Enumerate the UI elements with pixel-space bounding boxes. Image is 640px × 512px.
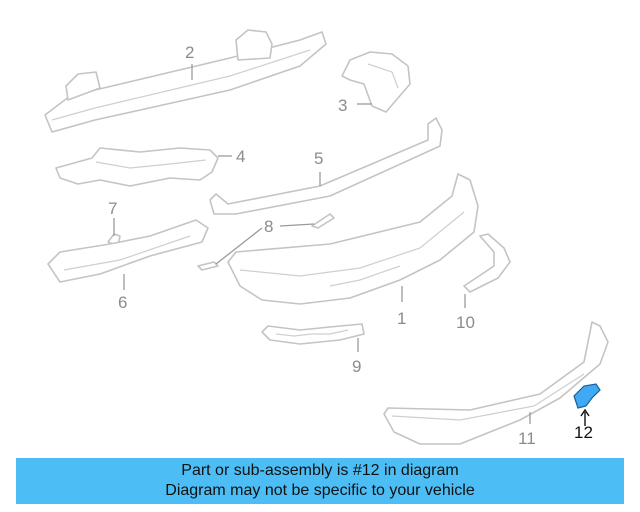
part-8-strip[interactable]: [197, 213, 335, 271]
part-12-highlighted-bracket[interactable]: [573, 383, 601, 409]
callout-10: 10: [456, 313, 475, 332]
part-5-trim-strip[interactable]: [209, 117, 443, 215]
banner-line-2: Diagram may not be specific to your vehi…: [165, 482, 475, 499]
callout-1: 1: [397, 309, 406, 328]
part-10-side-molding[interactable]: [463, 233, 511, 293]
parts-diagram: 2 3 4 5 7 6 8 1: [44, 29, 609, 448]
callout-6: 6: [118, 293, 127, 312]
arrowhead-12: [580, 408, 590, 417]
banner-line-1: Part or sub-assembly is #12 in diagram: [181, 462, 459, 479]
part-1-bumper-cover[interactable]: [227, 173, 479, 305]
leader-8a: [215, 227, 263, 265]
callout-5: 5: [314, 149, 323, 168]
info-banner: Part or sub-assembly is #12 in diagram D…: [16, 458, 624, 504]
callout-3: 3: [338, 96, 347, 115]
part-9-lower-insert[interactable]: [261, 323, 365, 345]
callout-9: 9: [352, 357, 361, 376]
part-11-valance[interactable]: [383, 321, 609, 445]
leader-8b: [279, 223, 315, 227]
callout-8: 8: [264, 217, 273, 236]
callout-11: 11: [518, 429, 536, 448]
part-6-lower-absorber[interactable]: [47, 219, 209, 283]
part-2-reinforcement[interactable]: [44, 29, 327, 133]
part-3-bracket[interactable]: [341, 51, 411, 113]
callout-4: 4: [236, 147, 245, 166]
part-4-absorber[interactable]: [55, 147, 219, 187]
callout-2: 2: [185, 43, 194, 62]
callout-7: 7: [108, 199, 117, 218]
callout-12: 12: [574, 423, 593, 442]
